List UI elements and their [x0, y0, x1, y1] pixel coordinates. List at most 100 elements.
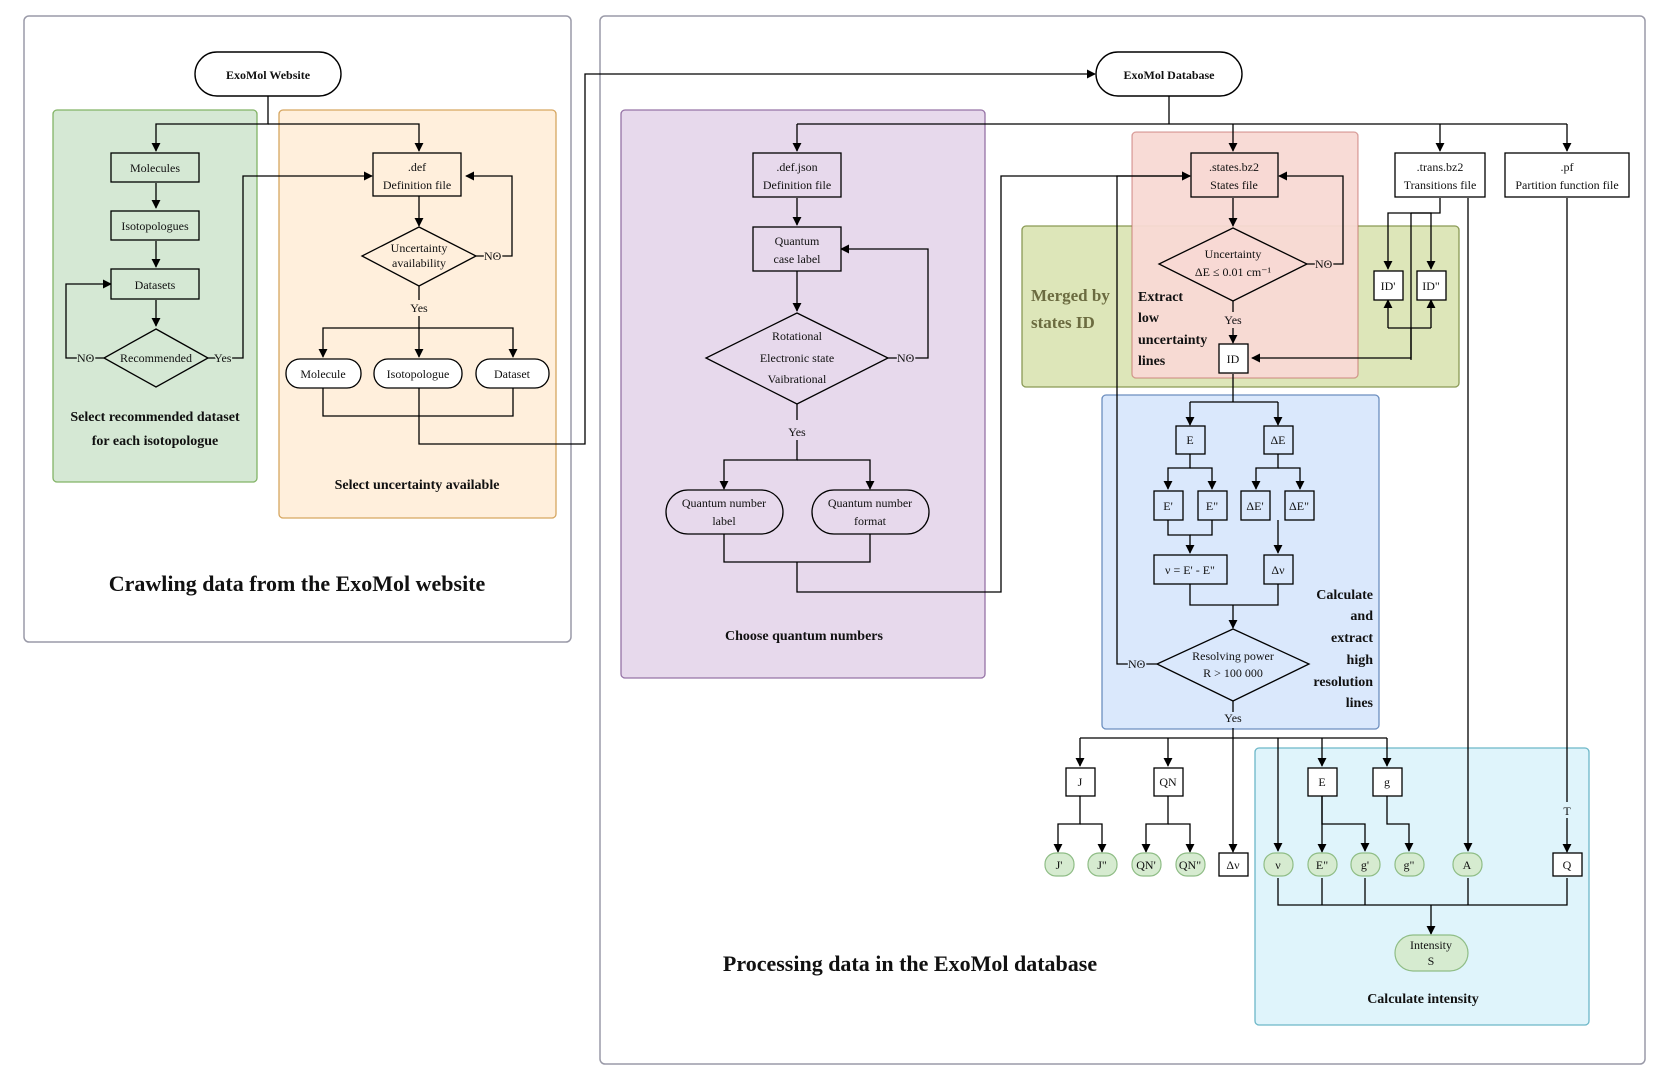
label-t: T [1563, 804, 1571, 818]
leaf-intensity: Intensity S [1394, 934, 1469, 972]
caption-calc-high-6: lines [1346, 696, 1374, 711]
node-uncertainty-availability: Uncertainty availability [360, 226, 478, 287]
leaf-e-lower: E" [1307, 852, 1338, 877]
svg-text:J: J [1078, 775, 1083, 789]
caption-calc-high-3: extract [1331, 631, 1373, 646]
svg-text:Datasets: Datasets [135, 278, 176, 292]
node-datasets: Datasets [110, 268, 200, 300]
caption-extract-low-2: low [1138, 311, 1160, 326]
svg-text:Q: Q [1563, 858, 1572, 872]
node-molecule: Molecule [285, 358, 362, 389]
svg-text:availability: availability [392, 256, 446, 270]
svg-text:Rotational: Rotational [772, 329, 823, 343]
caption-calc-high-5: resolution [1313, 675, 1373, 690]
label-yes-resolving: Yes [1224, 711, 1242, 725]
node-id: ID [1218, 343, 1249, 374]
svg-text:E: E [1318, 775, 1325, 789]
node-qn: QN [1153, 767, 1184, 797]
leaf-j-lower: J" [1087, 852, 1118, 877]
group-calc-intensity [1254, 747, 1590, 1026]
svg-text:A: A [1463, 858, 1472, 872]
svg-text:ν = E' - E": ν = E' - E" [1165, 563, 1215, 577]
label-no-uncertainty: NO [484, 249, 502, 263]
svg-text:Electronic state: Electronic state [760, 351, 834, 365]
node-pf-file: .pf Partition function file [1504, 152, 1630, 198]
caption-calc-high-1: Calculate [1316, 588, 1373, 603]
node-exomol-website: ExoMol Website [194, 51, 342, 97]
leaf-g-lower: g" [1394, 852, 1425, 877]
label-yes-uncertainty: Yes [410, 301, 428, 315]
label-no-qn: NO [897, 351, 915, 365]
svg-text:ΔE": ΔE" [1289, 499, 1309, 513]
svg-text:QN': QN' [1136, 858, 1156, 872]
caption-extract-low-4: lines [1138, 354, 1166, 369]
svg-text:States file: States file [1210, 178, 1258, 192]
label-no-de: NO [1315, 257, 1333, 271]
node-qn-label: Quantum number label [665, 489, 784, 535]
svg-text:Resolving power: Resolving power [1192, 649, 1274, 663]
svg-text:format: format [854, 514, 887, 528]
svg-text:.def.json: .def.json [776, 160, 817, 174]
node-exomol-database: ExoMol Database [1095, 51, 1243, 97]
svg-text:Intensity: Intensity [1410, 938, 1452, 952]
svg-text:Molecules: Molecules [130, 161, 180, 175]
node-id-upper: ID' [1373, 270, 1404, 301]
node-dnu-out: Δν [1218, 852, 1249, 877]
svg-text:QN": QN" [1179, 858, 1201, 872]
svg-text:Uncertainty: Uncertainty [391, 241, 448, 255]
svg-text:Molecule: Molecule [300, 367, 345, 381]
leaf-nu: ν [1263, 852, 1294, 877]
svg-text:Quantum: Quantum [775, 234, 820, 248]
svg-text:R > 100 000: R > 100 000 [1203, 666, 1263, 680]
node-qn-types: Rotational Electronic state Vaibrational [704, 312, 890, 405]
node-resolving-power: Resolving power R > 100 000 [1155, 628, 1311, 702]
node-def-file: .def Definition file [372, 152, 462, 197]
node-e-upper: E' [1153, 490, 1184, 521]
node-de-lower: ΔE" [1284, 490, 1315, 521]
svg-text:Vaibrational: Vaibrational [768, 372, 827, 386]
label-no-recommended: NO [77, 351, 95, 365]
node-q: Q [1552, 852, 1583, 877]
caption-select-recommended-2: for each isotopologue [92, 434, 219, 449]
label-yes-qn: Yes [788, 425, 806, 439]
caption-select-recommended-1: Select recommended dataset [70, 410, 240, 425]
svg-text:S: S [1428, 954, 1435, 968]
edge-labels: NO Yes NO Yes NO Yes NO Yes NO Yes T [76, 248, 1572, 819]
svg-text:Quantum number: Quantum number [682, 496, 766, 510]
panel-title-right: Processing data in the ExoMol database [723, 951, 1097, 976]
svg-text:Dataset: Dataset [494, 367, 531, 381]
caption-calc-intensity: Calculate intensity [1367, 992, 1479, 1007]
svg-text:g': g' [1361, 858, 1369, 872]
node-dataset: Dataset [475, 358, 550, 389]
panel-title-left: Crawling data from the ExoMol website [109, 571, 486, 596]
node-de-upper: ΔE' [1240, 490, 1271, 521]
svg-text:Uncertainty: Uncertainty [1205, 247, 1262, 261]
leaf-j-upper: J' [1044, 852, 1075, 877]
node-nu-formula: ν = E' - E" [1153, 554, 1228, 585]
node-de: ΔE [1263, 425, 1294, 455]
svg-text:E": E" [1206, 499, 1218, 513]
node-states-file: .states.bz2 States file [1190, 152, 1279, 198]
leaf-g-upper: g' [1350, 852, 1381, 877]
svg-text:ID': ID' [1381, 279, 1396, 293]
svg-text:ExoMol Database: ExoMol Database [1124, 68, 1216, 82]
svg-text:g": g" [1404, 858, 1415, 872]
svg-text:Partition function file: Partition function file [1515, 178, 1618, 192]
node-isotopologues: Isotopologues [110, 210, 200, 241]
svg-text:ν: ν [1275, 858, 1281, 872]
svg-text:Δν: Δν [1271, 563, 1285, 577]
node-qn-format: Quantum number format [811, 489, 930, 535]
svg-text:Recommended: Recommended [120, 351, 192, 365]
node-j: J [1065, 767, 1096, 797]
svg-text:ID: ID [1227, 352, 1240, 366]
svg-text:label: label [712, 514, 736, 528]
svg-text:QN: QN [1159, 775, 1177, 789]
node-qn-case-label: Quantum case label [752, 226, 842, 272]
svg-text:ID": ID" [1422, 279, 1440, 293]
svg-text:.pf: .pf [1561, 160, 1574, 174]
caption-select-uncertainty: Select uncertainty available [335, 478, 500, 493]
leaf-a: A [1452, 852, 1483, 877]
svg-text:ΔE: ΔE [1270, 433, 1285, 447]
svg-text:Isotopologue: Isotopologue [387, 367, 450, 381]
